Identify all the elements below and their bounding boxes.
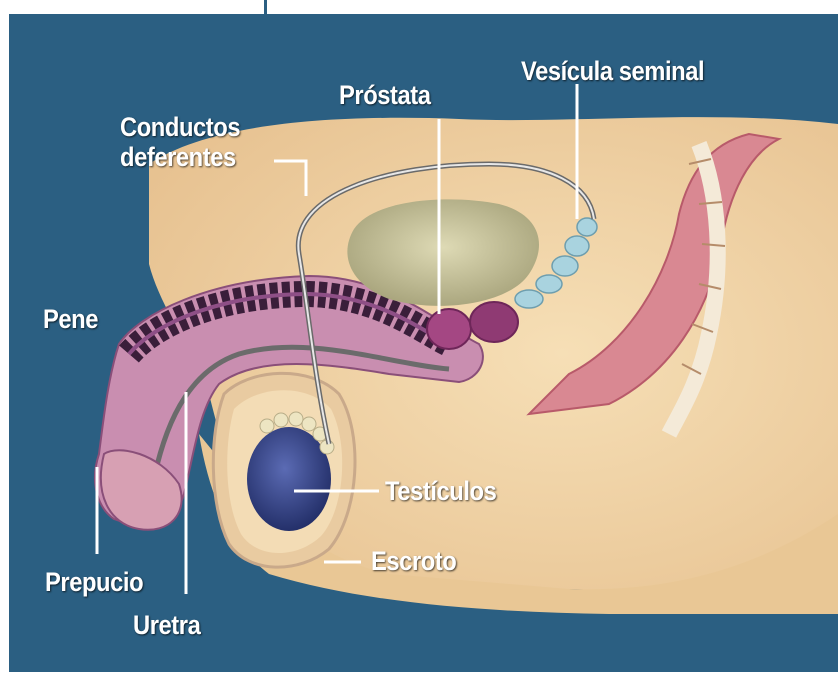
label-prepucio: Prepucio — [45, 567, 143, 597]
label-pene: Pene — [43, 304, 98, 334]
label-deferentes: deferentes — [120, 142, 236, 172]
testicle — [247, 427, 331, 531]
frame-tick — [264, 0, 267, 14]
label-conductos: Conductos — [120, 112, 240, 142]
anatomy-figure: Vesícula seminal Próstata Conductos defe… — [9, 14, 838, 672]
bladder — [347, 199, 539, 306]
label-vesicula-seminal: Vesícula seminal — [521, 56, 704, 86]
label-testiculos: Testículos — [385, 476, 496, 506]
label-uretra: Uretra — [133, 610, 200, 640]
label-prostata: Próstata — [339, 80, 431, 110]
prostate — [427, 309, 471, 349]
prostate-2 — [470, 302, 518, 342]
label-escroto: Escroto — [371, 546, 456, 576]
